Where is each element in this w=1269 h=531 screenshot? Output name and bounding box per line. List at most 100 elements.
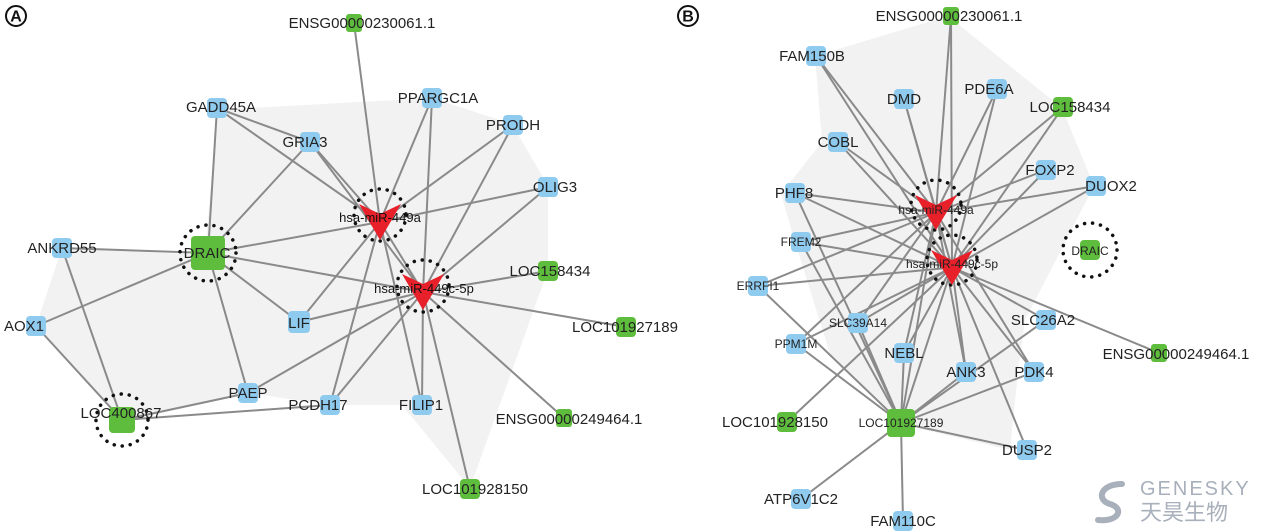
label-b-frem2: FREM2 [781,235,822,249]
edge-b-hsa-mir-449c-5p-to-dusp2 [951,267,1028,451]
edge-b-hsa-mir-449c-5p-to-cobl [837,141,953,269]
edge-a-hsa-mir-449a-to-prodh [379,124,514,223]
label-ensg00000230061: ENSG00000230061.1 [289,15,436,32]
node-b-ensg00000230061 [943,7,959,25]
node-draic [191,236,225,270]
node-ppargc1a [422,88,442,108]
edge-a-hsa-mir-449c-5p-to-gria3 [309,141,424,293]
edge-b-loc101927189-to-dusp2 [900,422,1028,451]
edge-a-draic-to-paep [207,252,249,394]
label-filip1: FILIP1 [399,397,443,414]
panel-a-highlights [94,187,451,448]
label-b-loc158434: LOC158434 [1030,99,1111,116]
panel-b-labels: ENSG00000230061.1 FAM150B DMD PDE6A LOC1… [722,8,1249,530]
panel-b-nodes [748,7,1167,531]
label-mir449c-5p: hsa-miR-449c-5p [374,281,474,296]
edge-b-hsa-mir-449c-5p-to-loc101928150 [786,266,953,423]
node-b-ank3 [956,362,976,382]
edge-a-draic-to-gria3 [207,141,311,254]
edge-a-hsa-mir-449c-5p-to-pcdh17 [329,291,424,406]
node-loc400867 [109,407,135,433]
node-paep [238,383,258,403]
panel-a-labels: ENSG00000230061.1 GADD45A PPARGC1A PRODH… [4,15,678,498]
edge-a-draic-to-gadd45a [207,107,218,254]
edge-a-hsa-mir-449c-5p-to-ensg00000249464-1 [422,291,565,419]
edge-a-hsa-mir-449a-to-gadd45a [216,107,381,223]
node-b-phf8 [785,183,805,203]
edge-a-draic-to-aox1 [35,252,209,327]
panel-a-shaded-region [36,98,548,488]
panel-b-edges [757,15,1160,522]
node-loc101927189 [616,317,636,337]
label-b-phf8: PHF8 [775,185,813,202]
label-b-fam150b: FAM150B [779,48,845,65]
node-b-dusp2 [1017,440,1037,460]
node-b-fam110c [893,511,913,531]
edge-b-hsa-mir-449c-5p-to-ensg00000230061-1 [950,15,953,268]
edge-a-loc400867-to-paep [121,392,249,421]
node-mir449a [359,204,401,240]
label-b-loc101927189: LOC101927189 [859,416,944,430]
edge-a-loc400867-to-aox1 [35,325,123,421]
edge-a-gadd45a-to-gria3 [216,107,311,143]
node-ensg00000230061 [346,14,362,32]
node-b-draic [1080,240,1100,260]
node-b-loc101928150 [777,412,797,432]
highlight-ring-loc400867 [94,392,150,448]
genesky-logo-icon [1095,481,1125,524]
edge-b-hsa-mir-449a-to-duox2 [935,185,1097,214]
panel-a-regions [36,98,548,488]
node-b-mir449c-5p [931,250,973,285]
label-gria3: GRIA3 [282,134,327,151]
edge-a-hsa-mir-449a-to-ensg00000230061-1 [353,22,381,223]
label-b-duox2: DUOX2 [1085,178,1137,195]
edge-b-hsa-mir-449c-5p-to-pdk4 [951,266,1035,373]
edge-a-hsa-mir-449a-to-olig3 [379,186,549,223]
node-loc101928150 [460,479,480,499]
node-b-nebl [894,343,914,363]
label-b-ank3: ANK3 [946,364,985,381]
node-loc158434 [538,261,558,281]
edge-a-hsa-mir-449c-5p-to-olig3 [422,186,549,293]
label-mir449a: hsa-miR-449a [339,210,421,225]
edge-b-hsa-mir-449c-5p-to-fam150b [815,55,953,269]
edge-b-hsa-mir-449c-5p-to-loc101927189 [900,267,953,424]
edge-b-hsa-mir-449c-5p-to-ppm1m [795,266,953,345]
node-b-mir449a [915,195,957,230]
label-b-errfi1: ERRFI1 [737,279,780,293]
panel-b-letter-badge [677,5,699,27]
label-ankrd55: ANKRD55 [27,240,96,257]
edge-a-hsa-mir-449c-5p-to-draic [207,252,424,293]
edge-b-loc101927189-to-phf8 [794,192,902,424]
node-olig3 [538,177,558,197]
edge-a-hsa-mir-449a-to-hsa-mir-449c-5p [379,221,424,293]
label-aox1: AOX1 [4,318,44,335]
node-lif [288,311,310,333]
edge-b-hsa-mir-449c-5p-to-frem2 [800,241,953,269]
label-b-ensg00000249464: ENSG00000249464.1 [1103,346,1250,363]
node-pcdh17 [320,395,340,415]
edge-b-hsa-mir-449c-5p-to-slc39a14 [857,266,953,324]
highlight-ring-mir449a [352,187,408,243]
node-prodh [503,115,523,135]
edge-b-hsa-mir-449a-to-pde6a [935,88,998,213]
watermark-chinese: 天昊生物 [1140,501,1228,526]
panel-a: ENSG00000230061.1 GADD45A PPARGC1A PRODH… [4,5,678,499]
highlight-ring-mir449c [395,258,451,314]
label-paep: PAEP [229,385,268,402]
watermark: GENESKY 天昊生物 [1088,474,1258,526]
label-b-mir449c-5p: hsa-miR-449c-5p [906,257,998,271]
edge-a-hsa-mir-449a-to-lif [298,221,381,323]
node-gria3 [300,132,320,152]
label-b-atp6v1c2: ATP6V1C2 [764,491,838,508]
edge-a-hsa-mir-449c-5p-to-lif [298,291,424,323]
node-ankrd55 [52,238,72,258]
node-b-atp6v1c2 [791,489,811,509]
label-b-loc101928150: LOC101928150 [722,414,828,431]
panel-b-letter-text: B [682,9,694,26]
node-b-frem2 [791,232,811,252]
label-loc101927189: LOC101927189 [572,319,678,336]
edge-a-hsa-mir-449c-5p-to-loc158434 [422,270,549,293]
node-b-errfi1 [748,276,768,296]
